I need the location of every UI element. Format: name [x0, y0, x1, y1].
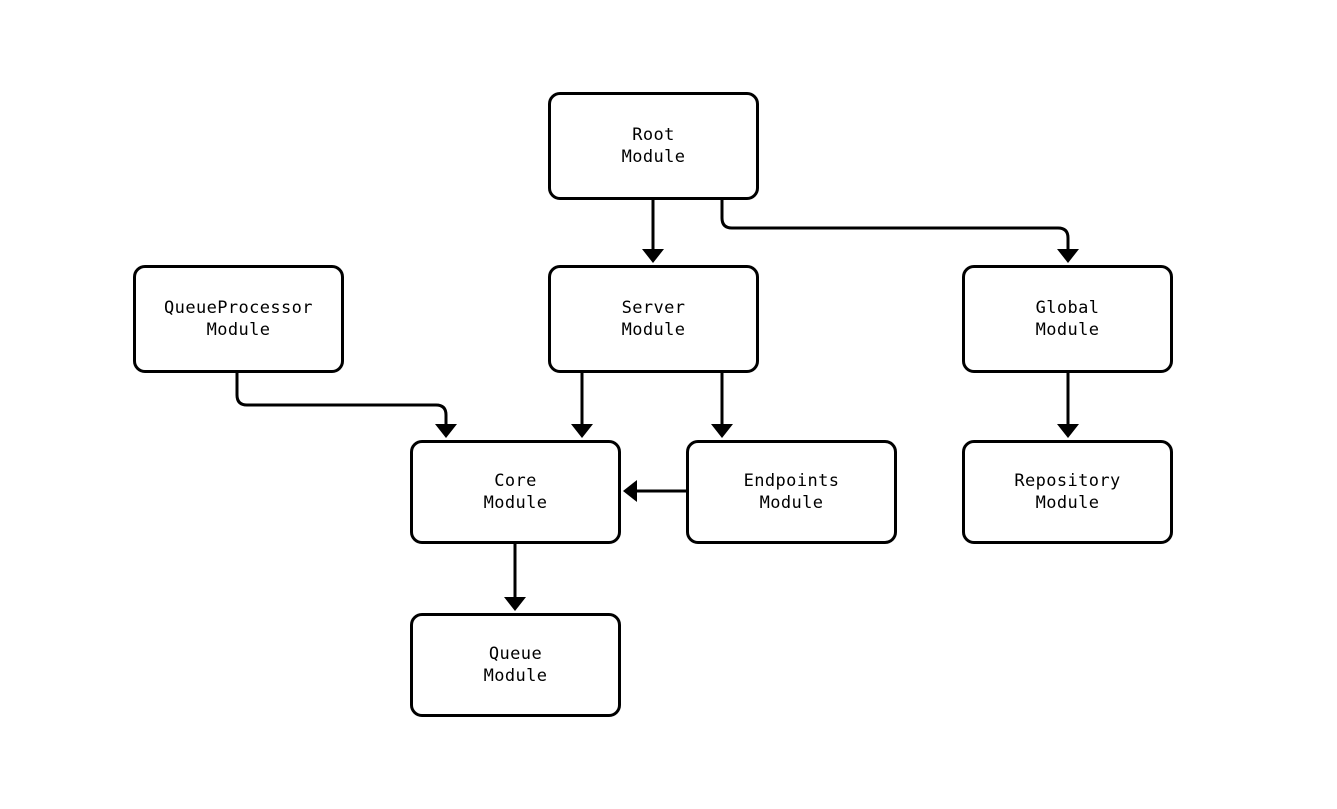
- arrowhead-endpoints-to-core: [623, 480, 637, 502]
- node-queueprocessor-label-line1: QueueProcessor: [164, 298, 313, 318]
- arrowhead-server-to-endpoints: [711, 424, 733, 438]
- node-global-label-line1: Global: [1035, 298, 1100, 318]
- node-root-label-line2: Module: [621, 147, 686, 167]
- arrowhead-root-to-global: [1057, 249, 1079, 263]
- node-queue-label-line2: Module: [483, 666, 548, 686]
- arrowhead-root-to-server: [642, 249, 664, 263]
- arrowhead-server-to-core: [571, 424, 593, 438]
- node-endpoints-label-line1: Endpoints: [743, 471, 840, 491]
- node-global-label-line2: Module: [1035, 320, 1100, 340]
- edge-queueprocessor-to-core: [235, 373, 448, 430]
- node-repository-label-line2: Module: [1035, 493, 1100, 513]
- node-repository-label-line1: Repository: [1014, 471, 1121, 491]
- arrowhead-queueprocessor-to-core: [435, 424, 457, 438]
- node-core-label-line2: Module: [483, 493, 548, 513]
- arrowhead-core-to-queue: [504, 597, 526, 611]
- node-server-label-line2: Module: [621, 320, 686, 340]
- node-server-label-line1: Server: [621, 298, 686, 318]
- edge-root-to-global: [720, 200, 1070, 255]
- node-endpoints-label-line2: Module: [759, 493, 824, 513]
- node-queue-label-line1: Queue: [488, 644, 543, 664]
- node-queueprocessor-label-line2: Module: [206, 320, 271, 340]
- node-root-label-line1: Root: [632, 125, 675, 145]
- arrowhead-global-to-repository: [1057, 424, 1079, 438]
- node-core-label-line1: Core: [494, 471, 537, 491]
